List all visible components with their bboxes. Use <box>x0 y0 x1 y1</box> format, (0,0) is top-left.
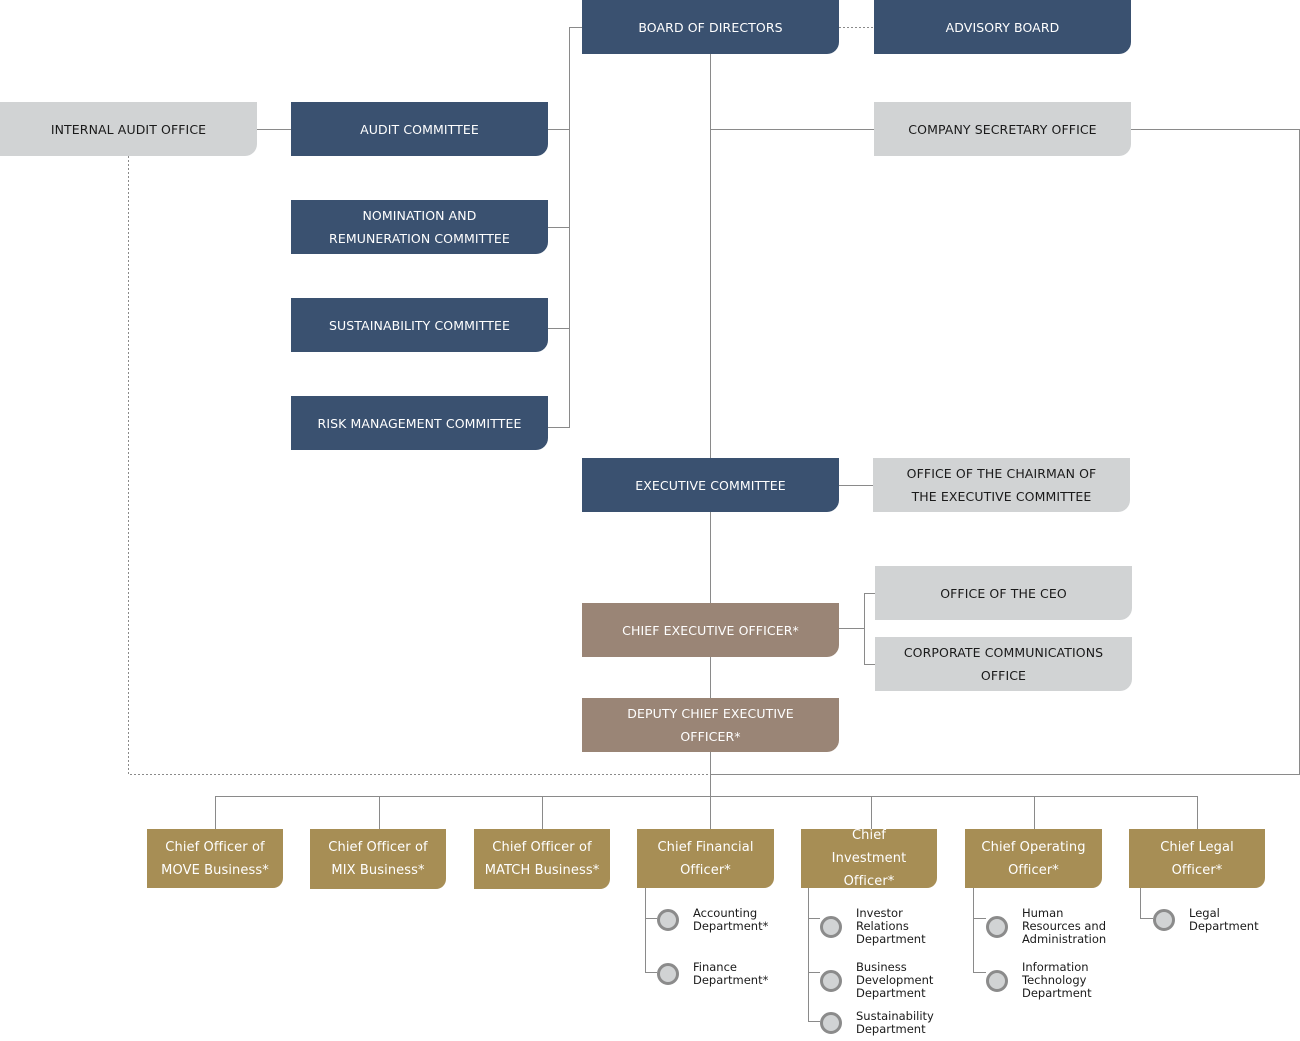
dept-information-technology: Information Technology Department <box>986 961 1092 1000</box>
dept-label: Human Resources and Administration <box>1022 906 1107 946</box>
executive-committee-box: EXECUTIVE COMMITTEE <box>582 458 839 512</box>
dept-accounting: Accounting Department* <box>657 907 768 933</box>
internal-audit-office-box: INTERNAL AUDIT OFFICE <box>0 102 257 156</box>
chief-legal-officer-box: Chief Legal Officer* <box>1129 829 1265 888</box>
office-of-chairman-box: OFFICE OF THE CHAIRMAN OF THE EXECUTIVE … <box>873 458 1130 512</box>
chief-investment-officer-box: Chief Investment Officer* <box>801 828 937 889</box>
ceo-box: CHIEF EXECUTIVE OFFICER* <box>582 603 839 657</box>
dept-business-development: Business Development Department <box>820 961 933 1000</box>
department-bullet-icon <box>820 1012 842 1034</box>
dept-investor-relations: Investor Relations Department <box>820 907 926 946</box>
chief-match-business-box: Chief Officer of MATCH Business* <box>474 829 610 889</box>
company-secretary-office-box: COMPANY SECRETARY OFFICE <box>874 102 1131 156</box>
sustainability-committee-box: SUSTAINABILITY COMMITTEE <box>291 298 548 352</box>
chief-operating-officer-box: Chief Operating Officer* <box>965 829 1102 888</box>
dept-human-resources: Human Resources and Administration <box>986 907 1106 946</box>
advisory-board-box: ADVISORY BOARD <box>874 0 1131 54</box>
dept-label: Business Development Department <box>856 960 934 1000</box>
department-bullet-icon <box>820 915 842 938</box>
dept-label: Investor Relations Department <box>856 906 926 946</box>
dept-label: Legal Department <box>1189 906 1259 933</box>
department-bullet-icon <box>820 969 842 992</box>
chief-mix-business-box: Chief Officer of MIX Business* <box>310 829 446 889</box>
deputy-ceo-box: DEPUTY CHIEF EXECUTIVE OFFICER* <box>582 698 839 752</box>
dept-legal: Legal Department <box>1153 907 1259 933</box>
corporate-communications-office-box: CORPORATE COMMUNICATIONS OFFICE <box>875 637 1132 691</box>
dept-sustainability: Sustainability Department <box>820 1010 934 1036</box>
dept-finance: Finance Department* <box>657 961 768 987</box>
department-bullet-icon <box>986 969 1008 992</box>
department-bullet-icon <box>657 909 679 931</box>
department-bullet-icon <box>1153 909 1175 931</box>
office-of-ceo-box: OFFICE OF THE CEO <box>875 566 1132 620</box>
department-bullet-icon <box>657 963 679 985</box>
audit-committee-box: AUDIT COMMITTEE <box>291 102 548 156</box>
chief-move-business-box: Chief Officer of MOVE Business* <box>147 829 283 888</box>
chief-financial-officer-box: Chief Financial Officer* <box>637 829 774 888</box>
dept-label: Accounting Department* <box>693 906 769 933</box>
nomination-remuneration-committee-box: NOMINATION AND REMUNERATION COMMITTEE <box>291 200 548 254</box>
dept-label: Finance Department* <box>693 960 769 987</box>
department-bullet-icon <box>986 915 1008 938</box>
board-of-directors-box: BOARD OF DIRECTORS <box>582 0 839 54</box>
dept-label: Information Technology Department <box>1022 960 1092 1000</box>
risk-management-committee-box: RISK MANAGEMENT COMMITTEE <box>291 396 548 450</box>
dept-label: Sustainability Department <box>856 1009 934 1036</box>
